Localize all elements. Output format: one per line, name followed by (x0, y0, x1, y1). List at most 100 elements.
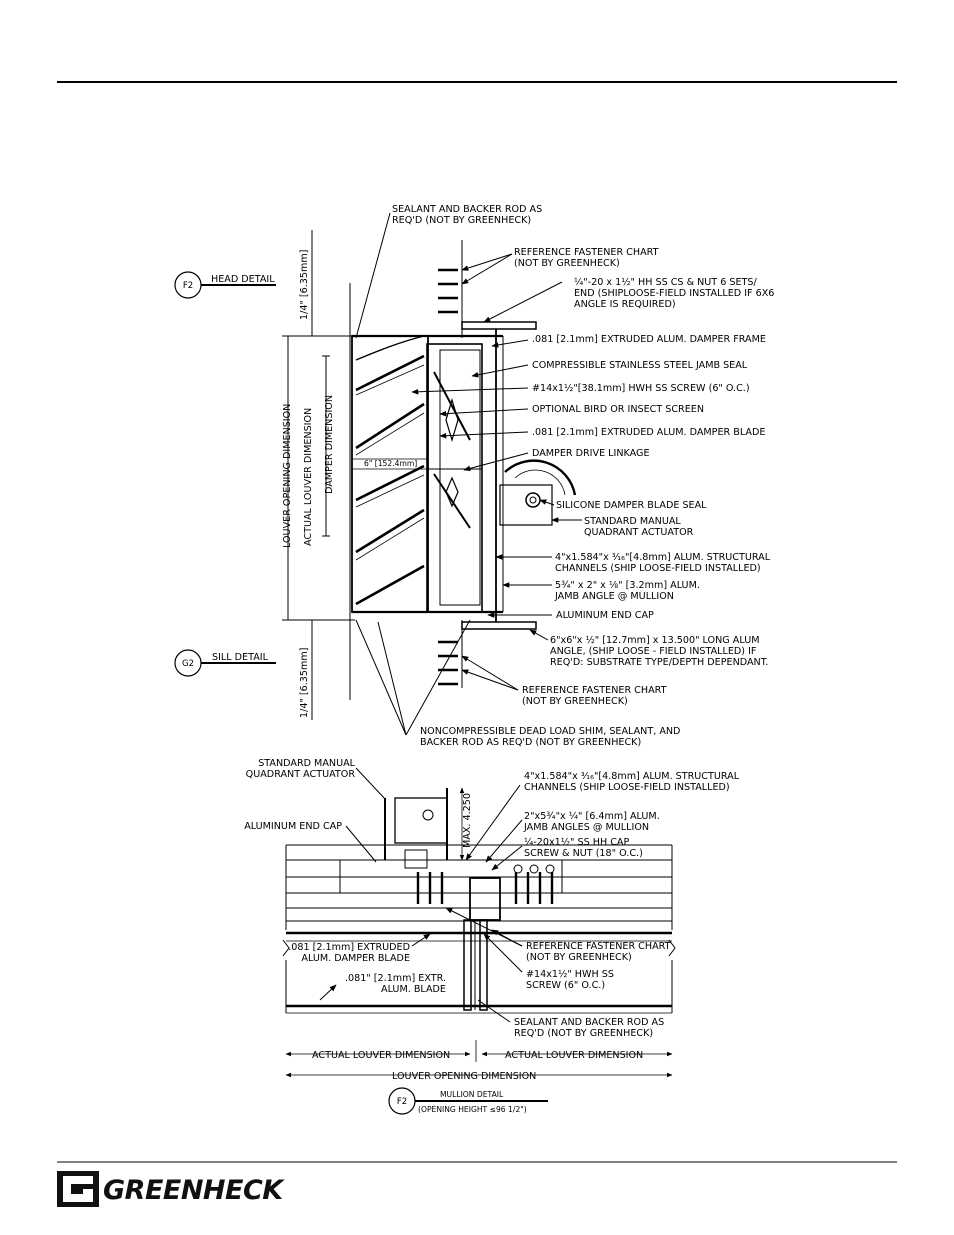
plan-callout: 4"x1.584"x ³⁄₁₆"[4.8mm] ALUM. STRUCTURAL… (524, 771, 740, 793)
section-callout: ¼"-20 x 1½" HH SS CS & NUT 6 SETS/END (S… (574, 276, 774, 310)
callout-line: .081 [2.1mm] EXTRUDED (288, 942, 410, 953)
callout-line: QUADRANT ACTUATOR (584, 527, 694, 538)
plan-callout: 2"x5¾"x ¼" [6.4mm] ALUM.JAMB ANGLES @ MU… (523, 810, 660, 833)
callout-line: BACKER ROD AS REQ'D (NOT BY GREENHECK) (420, 737, 641, 748)
callout-line: ALUM. BLADE (381, 984, 446, 995)
section-callout: .081 [2.1mm] EXTRUDED ALUM. DAMPER FRAME (532, 334, 766, 345)
callout-line: ¼"-20 x 1½" HH SS CS & NUT 6 SETS/ (574, 276, 757, 288)
dim-top-label: 1/4" [6.35mm] (299, 250, 310, 320)
dim-actual-louver: ACTUAL LOUVER DIMENSION (303, 408, 314, 546)
callout-line: #14x1½"[38.1mm] HWH SS SCREW (6" O.C.) (532, 382, 750, 394)
sill-bubble-id: G2 (182, 659, 194, 669)
fastener-group-top (438, 268, 458, 314)
plan-callout: ALUMINUM END CAP (244, 821, 342, 832)
callout-line: ALUMINUM END CAP (244, 821, 342, 832)
section-callout: REFERENCE FASTENER CHART(NOT BY GREENHEC… (522, 685, 667, 707)
callout-line: CHANNELS (SHIP LOOSE-FIELD INSTALLED) (555, 563, 761, 574)
callout-line: ALUMINUM END CAP (556, 610, 654, 621)
max-dim-label: MAX. 4.250 (462, 793, 473, 848)
callout-line: REFERENCE FASTENER CHART (526, 941, 671, 952)
plan-fasteners (416, 872, 554, 904)
greenheck-logo: GREENHECK (57, 1171, 286, 1207)
callout-line: 4"x1.584"x ³⁄₁₆"[4.8mm] ALUM. STRUCTURAL (524, 771, 740, 782)
callout-line: #14x1½" HWH SS (526, 968, 614, 980)
dim-bottom-label: 1/4" [6.35mm] (299, 648, 310, 718)
section-callout: .081 [2.1mm] EXTRUDED ALUM. DAMPER BLADE (532, 427, 765, 438)
section-callout: #14x1½"[38.1mm] HWH SS SCREW (6" O.C.) (532, 382, 750, 394)
dim-damper: DAMPER DIMENSION (324, 395, 335, 494)
mullion-bubble-id: F2 (397, 1097, 407, 1107)
dim-opening: LOUVER OPENING DIMENSION (392, 1071, 536, 1082)
plan-callout: .081" [2.1mm] EXTR.ALUM. BLADE (345, 973, 446, 995)
callout-line: SEALANT AND BACKER ROD AS (392, 204, 542, 215)
dim-actual-left: ACTUAL LOUVER DIMENSION (312, 1050, 450, 1061)
callout-line: REFERENCE FASTENER CHART (522, 685, 667, 696)
callout-line: ALUM. DAMPER BLADE (301, 953, 410, 964)
callout-line: END (SHIPLOOSE-FIELD INSTALLED IF 6X6 (574, 288, 774, 299)
callout-line: 4"x1.584"x ³⁄₁₆"[4.8mm] ALUM. STRUCTURAL (555, 552, 771, 563)
callout-line: SCREW (6" O.C.) (526, 980, 605, 991)
callout-line: .081" [2.1mm] EXTR. (345, 973, 446, 984)
section-callout: 4"x1.584"x ³⁄₁₆"[4.8mm] ALUM. STRUCTURAL… (555, 552, 771, 574)
callout-line: CHANNELS (SHIP LOOSE-FIELD INSTALLED) (524, 782, 730, 793)
plan-callout: REFERENCE FASTENER CHART(NOT BY GREENHEC… (526, 941, 671, 963)
callout-line: REQ'D: SUBSTRATE TYPE/DEPTH DEPENDANT. (550, 657, 769, 668)
section-detail (174, 212, 582, 736)
section-callout: DAMPER DRIVE LINKAGE (532, 448, 650, 459)
callout-line: SCREW & NUT (18" O.C.) (524, 848, 643, 859)
plan-detail-text: F2 MULLION DETAIL (OPENING HEIGHT ≤96 1/… (244, 758, 740, 1114)
callout-line: ¼-20x1½" SS HH CAP (524, 836, 629, 848)
dim-louver-opening: LOUVER OPENING DIMENSION (282, 404, 293, 548)
brand-name: GREENHECK (103, 1175, 285, 1206)
section-callout: 5¾" x 2" x ⅛" [3.2mm] ALUM.JAMB ANGLE @ … (554, 580, 700, 602)
callout-line: STANDARD MANUAL (258, 758, 355, 769)
callout-line: REQ'D (NOT BY GREENHECK) (392, 215, 531, 226)
head-detail-title: HEAD DETAIL (211, 274, 275, 285)
mullion-detail-title: MULLION DETAIL (440, 1090, 504, 1099)
dim-six-inch: 6" [152.4mm] (364, 459, 417, 468)
callout-line: COMPRESSIBLE STAINLESS STEEL JAMB SEAL (532, 360, 748, 371)
section-callout: OPTIONAL BIRD OR INSECT SCREEN (532, 404, 704, 415)
callout-line: 6"x6"x ½" [12.7mm] x 13.500" LONG ALUM (550, 634, 760, 646)
callout-line: JAMB ANGLES @ MULLION (523, 822, 649, 833)
callout-line: JAMB ANGLE @ MULLION (554, 591, 674, 602)
section-callout: REFERENCE FASTENER CHART(NOT BY GREENHEC… (514, 247, 659, 269)
mullion-detail-subtitle: (OPENING HEIGHT ≤96 1/2") (418, 1105, 527, 1114)
dim-actual-right: ACTUAL LOUVER DIMENSION (505, 1050, 643, 1061)
section-callout: SILICONE DAMPER BLADE SEAL (556, 500, 707, 511)
callout-line: DAMPER DRIVE LINKAGE (532, 448, 650, 459)
sill-detail-title: SILL DETAIL (212, 652, 269, 663)
callout-line: STANDARD MANUAL (584, 516, 681, 527)
callout-line: OPTIONAL BIRD OR INSECT SCREEN (532, 404, 704, 415)
callout-line: NONCOMPRESSIBLE DEAD LOAD SHIM, SEALANT,… (420, 726, 680, 737)
plan-detail (282, 767, 676, 1115)
callout-line: (NOT BY GREENHECK) (522, 696, 628, 707)
head-bubble-id: F2 (183, 281, 193, 291)
callout-line: 5¾" x 2" x ⅛" [3.2mm] ALUM. (555, 580, 700, 591)
section-callout: NONCOMPRESSIBLE DEAD LOAD SHIM, SEALANT,… (420, 726, 680, 748)
callout-line: 2"x5¾"x ¼" [6.4mm] ALUM. (524, 810, 660, 822)
section-callout: ALUMINUM END CAP (556, 610, 654, 621)
callout-line: .081 [2.1mm] EXTRUDED ALUM. DAMPER BLADE (532, 427, 765, 438)
callout-line: (NOT BY GREENHECK) (514, 258, 620, 269)
callout-line: (NOT BY GREENHECK) (526, 952, 632, 963)
fastener-group-bottom (438, 640, 458, 686)
section-callout: COMPRESSIBLE STAINLESS STEEL JAMB SEAL (532, 360, 748, 371)
section-detail-text: F2 HEAD DETAIL G2 SILL DETAIL 1/4" [6.35… (182, 204, 774, 748)
callout-line: SILICONE DAMPER BLADE SEAL (556, 500, 707, 511)
callout-line: REFERENCE FASTENER CHART (514, 247, 659, 258)
callout-line: .081 [2.1mm] EXTRUDED ALUM. DAMPER FRAME (532, 334, 766, 345)
callout-line: REQ'D (NOT BY GREENHECK) (514, 1028, 653, 1039)
callout-line: QUADRANT ACTUATOR (246, 769, 356, 780)
callout-line: SEALANT AND BACKER ROD AS (514, 1017, 664, 1028)
callout-line: ANGLE, (SHIP LOOSE - FIELD INSTALLED) IF (550, 646, 756, 657)
